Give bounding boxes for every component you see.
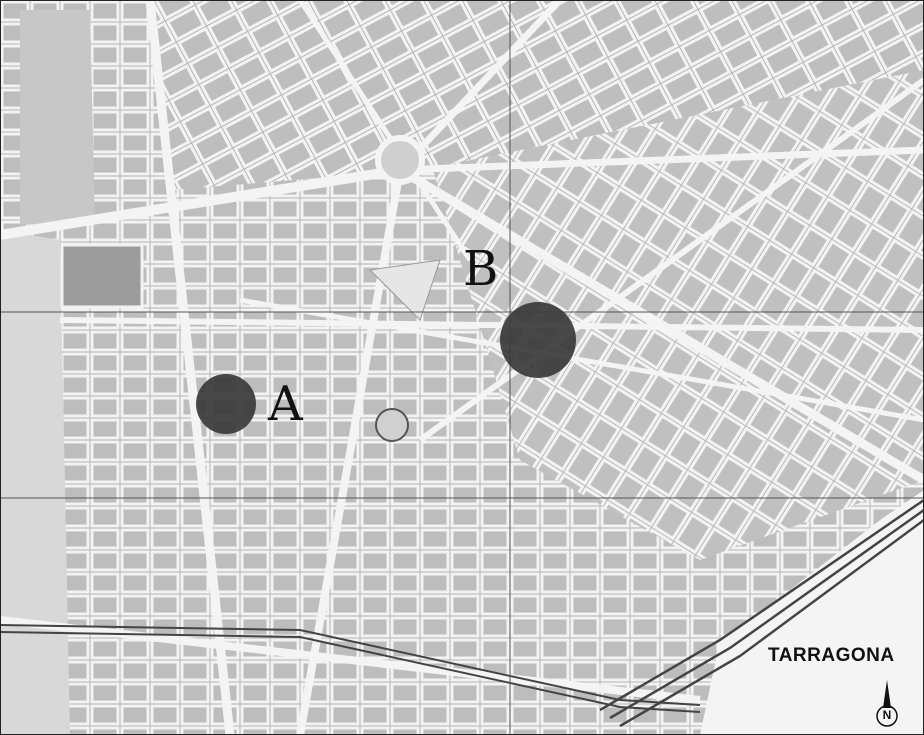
plaza-triangle (368, 259, 441, 321)
north-label: N (882, 708, 892, 722)
marker-b-label: B (463, 241, 499, 297)
district-north (150, 0, 924, 190)
roundabout (375, 408, 409, 442)
marker-a-label: A (268, 376, 303, 432)
marker-b[interactable] (500, 302, 576, 378)
river-strip (0, 230, 70, 735)
marker-a[interactable] (196, 374, 256, 434)
large-block-west (60, 243, 144, 309)
district-east (430, 60, 924, 560)
city-name-label: TARRAGONA (768, 645, 895, 666)
railway-lines (0, 498, 924, 728)
north-arrow-icon: N (872, 680, 902, 732)
plaza-circle (375, 135, 425, 185)
park-west (20, 10, 95, 225)
